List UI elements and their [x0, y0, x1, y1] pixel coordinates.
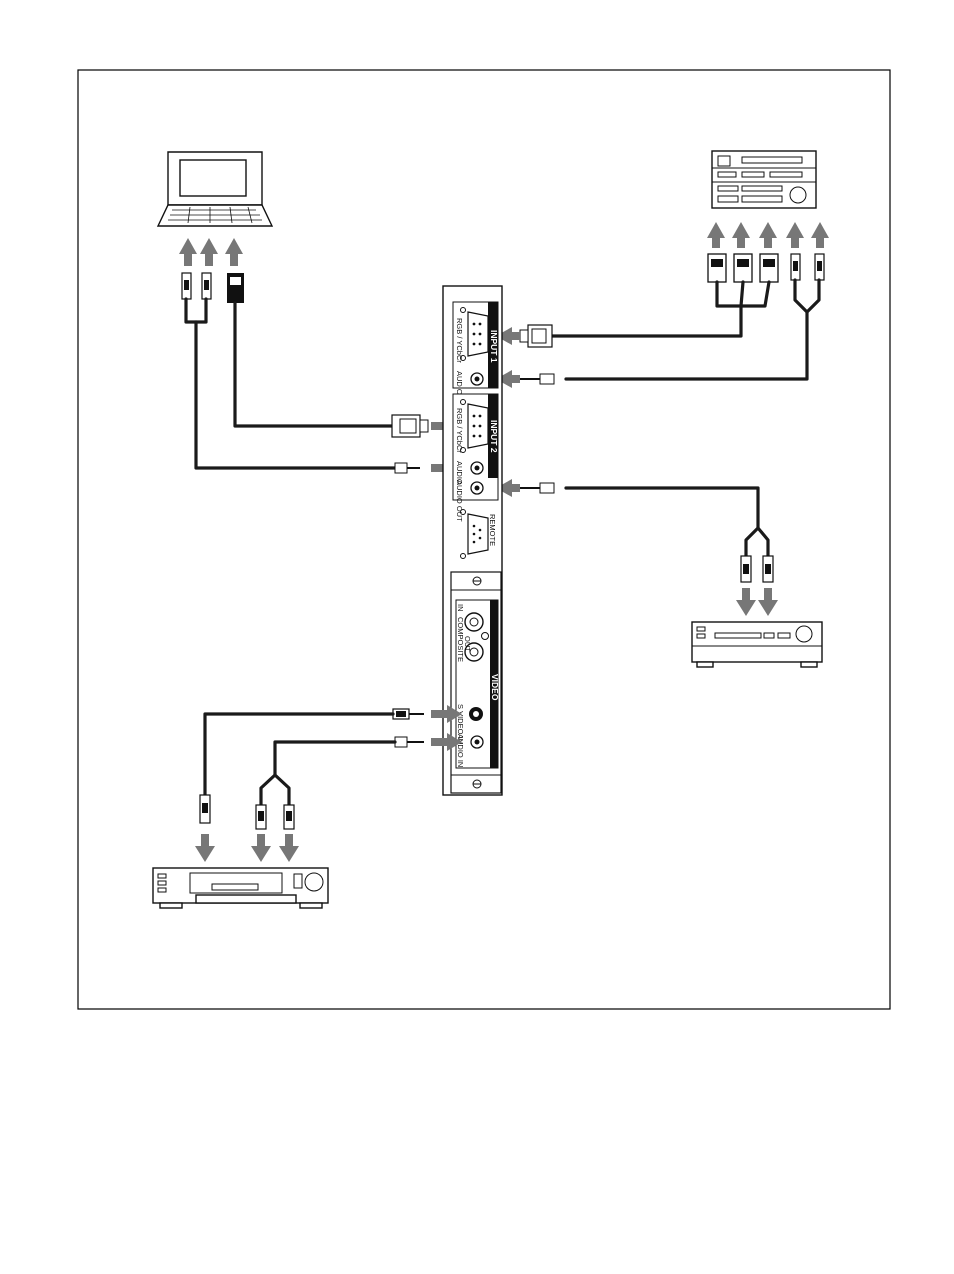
video-cassette-recorder-icon	[152, 867, 329, 909]
video-audio-in-arrow	[431, 733, 462, 751]
laptop-audio-cable	[184, 297, 397, 470]
amplifier-rca-plugs	[740, 555, 774, 583]
audio-out-plug	[520, 482, 555, 494]
remote-connector	[460, 509, 489, 559]
input1-audio-plug	[520, 373, 555, 385]
remote-label: REMOTE	[488, 514, 497, 546]
vcr-audio-cable	[273, 740, 397, 807]
laptop-vga-plug	[227, 273, 244, 303]
video-audio-plug	[394, 736, 424, 748]
video-label: VIDEO	[490, 674, 500, 701]
input2-label: INPUT 2	[489, 420, 499, 453]
input2-rgb-connector	[460, 399, 489, 453]
composite-label: COMPOSITE	[456, 617, 465, 662]
input1-rgb-arrow	[496, 327, 520, 345]
laptop-rca-plugs	[181, 272, 212, 300]
input2-rgb-label: RGB / YCbCr	[455, 408, 464, 453]
amplifier-input-arrows	[736, 588, 778, 616]
audio-out-cable	[564, 486, 770, 558]
input1-rgb-label: RGB / YCbCr	[455, 318, 464, 363]
audio-amplifier-icon	[691, 621, 823, 668]
input1-rgb-connector	[460, 307, 489, 361]
input1-audio-label: AUDIO	[455, 371, 464, 395]
vtr-input-arrows	[707, 222, 829, 248]
composite-out-label: OUT	[463, 636, 472, 652]
laptop-rgb-cable	[233, 301, 394, 428]
connector-panel	[442, 285, 503, 796]
video-audio-label: AUDIO IN	[456, 734, 465, 767]
professional-vtr-icon	[711, 150, 817, 209]
input1-label: INPUT 1	[489, 330, 499, 363]
audio-out-label: AUDIO OUT	[455, 480, 464, 522]
svideo-cable	[203, 712, 395, 797]
svideo-in-arrow	[431, 705, 462, 723]
input1-audio-arrow	[496, 370, 520, 388]
audio-out-arrow	[496, 479, 520, 497]
input1-vga-plug	[519, 324, 553, 348]
vcr-input-arrows	[195, 834, 299, 862]
vcr-plugs	[199, 794, 295, 830]
input2-audio-plug	[394, 462, 420, 474]
input2-audio-label: AUDIO	[455, 461, 464, 485]
laptop-computer-icon	[156, 151, 274, 227]
input2-vga-plug	[391, 414, 429, 438]
vtr-audio-cable	[564, 278, 809, 381]
composite-in-label: IN	[456, 604, 465, 612]
svideo-label: S VIDEO IN	[456, 704, 465, 744]
diagram-frame	[77, 69, 891, 1010]
vtr-rca-plugs	[790, 253, 825, 281]
laptop-input-arrows	[179, 238, 243, 266]
svideo-plug	[392, 708, 424, 720]
vtr-bnc-plugs	[707, 253, 779, 283]
